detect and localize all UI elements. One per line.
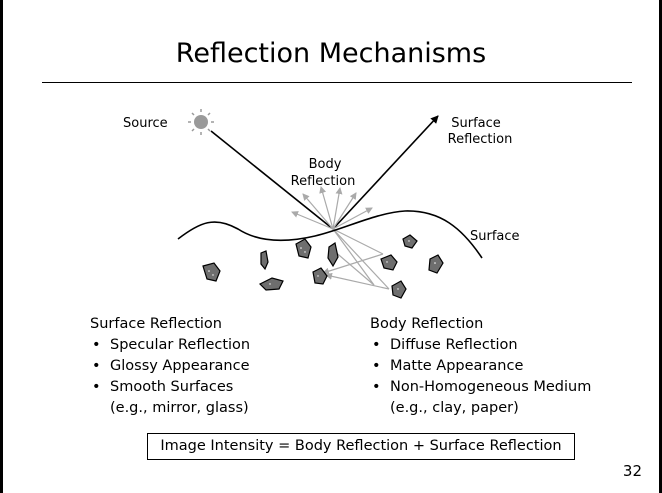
body-reflection-label-line2: Reflection [291, 174, 356, 189]
body-reflection-heading: Body Reflection [370, 314, 591, 335]
source-label: Source [123, 116, 168, 131]
surface-reflection-example: (e.g., mirror, glass) [90, 398, 250, 419]
list-item: •Matte Appearance [370, 356, 591, 377]
surface-label: Surface [470, 229, 520, 244]
body-reflection-label-line1: Body [309, 157, 342, 172]
page-number: 32 [623, 462, 642, 480]
bullet: • [372, 377, 381, 398]
body-reflection-rays [292, 187, 372, 229]
list-item: •Smooth Surfaces [90, 377, 250, 398]
bullet: • [372, 335, 381, 356]
list-item: •Specular Reflection [90, 335, 250, 356]
body-reflection-column: Body Reflection •Diffuse Reflection •Mat… [370, 314, 591, 419]
body-reflection-example: (e.g., clay, paper) [370, 398, 591, 419]
bullet: • [372, 356, 381, 377]
surface-reflection-column: Surface Reflection •Specular Reflection … [90, 314, 250, 419]
bullet: • [92, 356, 101, 377]
body-reflection-list: •Diffuse Reflection •Matte Appearance •N… [370, 335, 591, 398]
sun-icon [188, 109, 214, 135]
surface-reflection-label-line2: Reflection [448, 132, 513, 147]
bullet: • [92, 335, 101, 356]
surface-reflection-heading: Surface Reflection [90, 314, 250, 335]
list-item: •Non-Homogeneous Medium [370, 377, 591, 398]
surface-reflection-label-line1: Surface [451, 116, 501, 131]
list-item: •Glossy Appearance [90, 356, 250, 377]
intensity-formula-box: Image Intensity = Body Reflection + Surf… [147, 433, 575, 460]
bullet: • [92, 377, 101, 398]
pigment-particles [203, 235, 443, 298]
list-item: •Diffuse Reflection [370, 335, 591, 356]
surface-reflection-list: •Specular Reflection •Glossy Appearance … [90, 335, 250, 398]
